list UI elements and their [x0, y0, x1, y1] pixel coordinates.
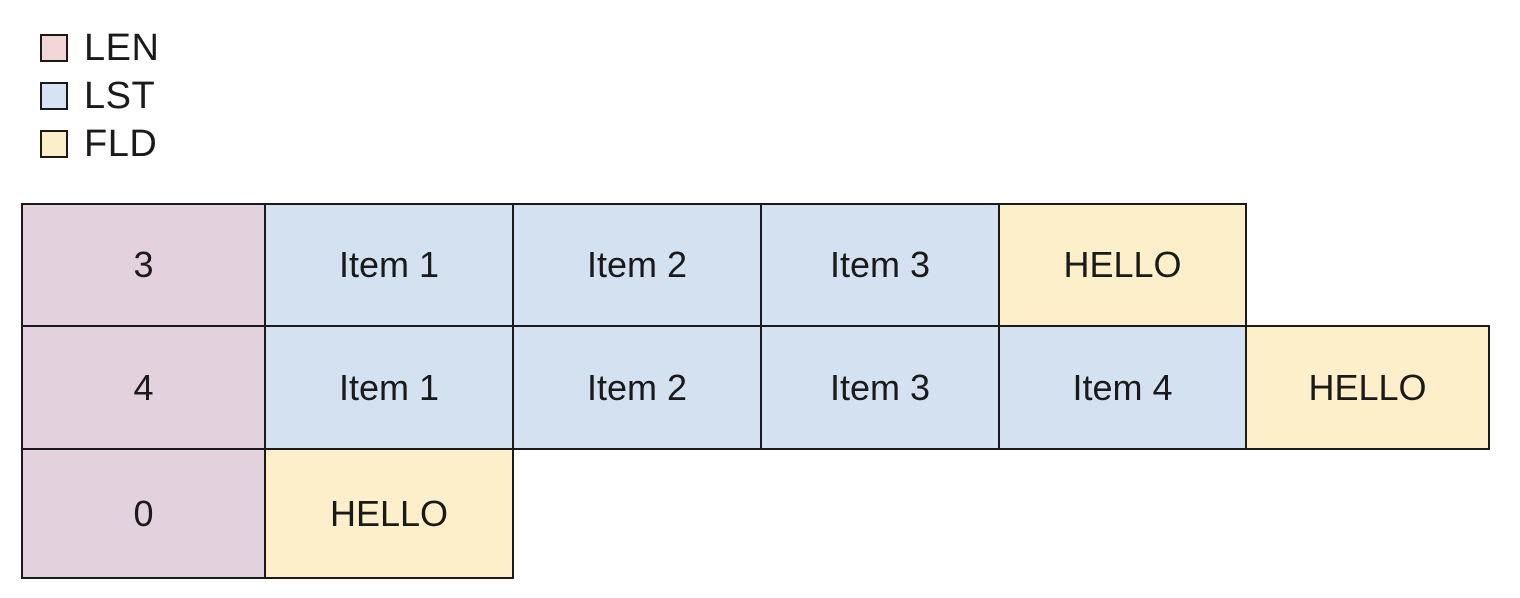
table-cell-len: 4: [21, 325, 266, 450]
table-cell-lst: Item 3: [760, 325, 1000, 450]
table-cell-len: 3: [21, 203, 266, 327]
legend-item-len: LEN: [40, 24, 159, 72]
legend-swatch-fld: [40, 130, 68, 158]
legend-item-fld: FLD: [40, 120, 159, 168]
table-cell-lst: Item 4: [998, 325, 1247, 450]
legend-label-len: LEN: [84, 27, 160, 69]
table-cell-lst: Item 2: [512, 325, 762, 450]
legend-swatch-lst: [40, 82, 68, 110]
legend-label-fld: FLD: [84, 123, 158, 165]
table-cell-fld: HELLO: [1245, 325, 1490, 450]
table-cell-lst: Item 3: [760, 203, 1000, 327]
table-cell-fld: HELLO: [998, 203, 1247, 327]
table-cell-len: 0: [21, 448, 266, 579]
table-cell-fld: HELLO: [264, 448, 514, 579]
table-cell-lst: Item 1: [264, 203, 514, 327]
table-cell-lst: Item 1: [264, 325, 514, 450]
legend: LEN LST FLD: [40, 24, 159, 168]
legend-label-lst: LST: [84, 75, 156, 117]
legend-swatch-len: [40, 34, 68, 62]
table-cell-lst: Item 2: [512, 203, 762, 327]
legend-item-lst: LST: [40, 72, 159, 120]
